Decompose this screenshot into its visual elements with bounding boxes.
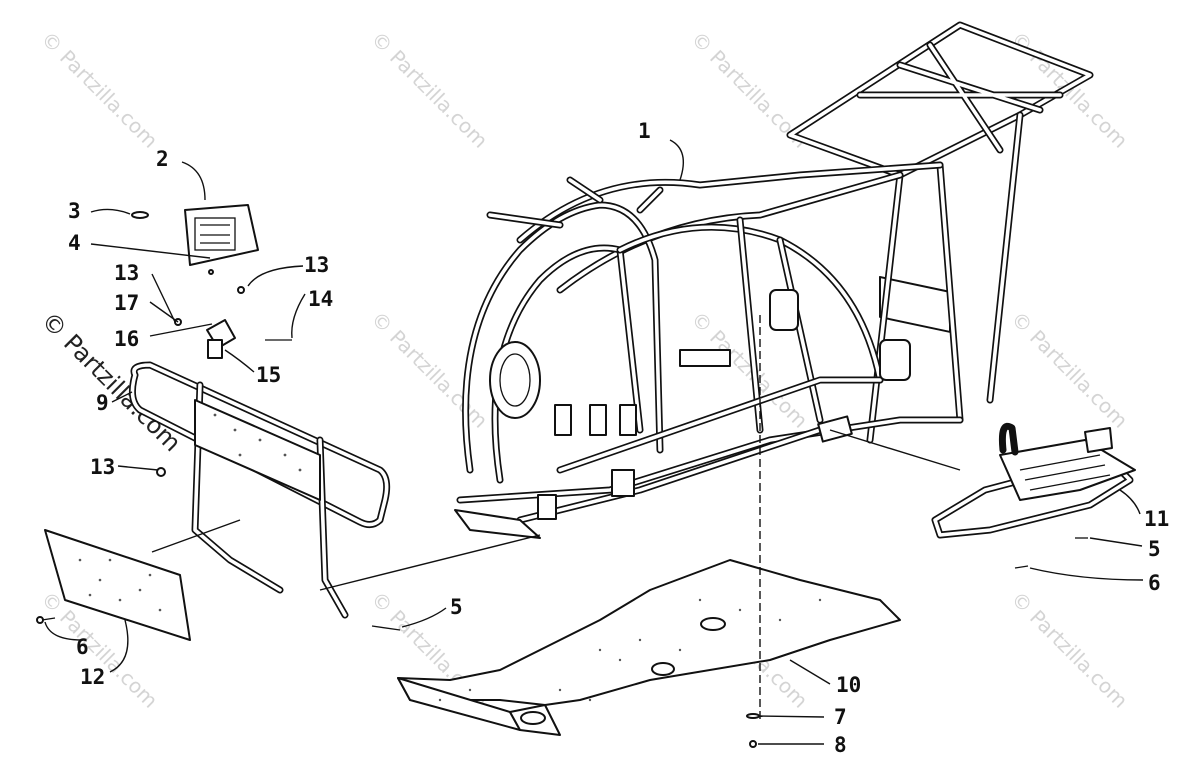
callout-17: 17 <box>114 291 139 315</box>
watermark-text: © Partzilla.com <box>1006 307 1132 433</box>
headlight-drawing <box>184 204 259 359</box>
callout-14: 14 <box>308 287 333 311</box>
leader-lines <box>44 139 1144 745</box>
plate-drawing <box>44 529 191 641</box>
callout-15: 15 <box>256 363 281 387</box>
watermark-text: © Partzilla.com <box>366 27 492 153</box>
callout-13: 13 <box>114 261 139 285</box>
callout-8: 8 <box>834 733 847 757</box>
watermark-text: © Partzilla.com <box>366 307 492 433</box>
watermark-text: © Partzilla.com <box>1006 587 1132 713</box>
callout-5: 5 <box>450 595 463 619</box>
watermark-text-prominent: © Partzilla.com <box>36 306 187 457</box>
callout-3: 3 <box>68 199 81 223</box>
callout-12: 12 <box>80 665 105 689</box>
watermarks: © Partzilla.com © Partzilla.com © Partzi… <box>36 27 1133 713</box>
callout-4: 4 <box>68 231 81 255</box>
watermark-text: © Partzilla.com <box>36 27 162 153</box>
callout-5: 5 <box>1148 537 1161 561</box>
rear-rack-drawing <box>931 422 1136 539</box>
frame-drawing <box>454 21 1094 539</box>
callout-16: 16 <box>114 327 139 351</box>
callout-1: 1 <box>638 119 651 143</box>
callout-labels: 1 2 3 4 13 13 14 17 16 15 9 13 11 5 6 5 … <box>68 119 1169 757</box>
callout-9: 9 <box>96 391 109 415</box>
callout-10: 10 <box>836 673 861 697</box>
callout-2: 2 <box>156 147 169 171</box>
callout-6: 6 <box>76 635 89 659</box>
callout-13: 13 <box>90 455 115 479</box>
skid-plate-drawing <box>397 559 901 736</box>
callout-11: 11 <box>1144 507 1169 531</box>
hardware-drawing <box>36 211 1088 748</box>
callout-6: 6 <box>1148 571 1161 595</box>
callout-13: 13 <box>304 253 329 277</box>
front-bumper-drawing <box>128 361 391 619</box>
callout-7: 7 <box>834 705 847 729</box>
